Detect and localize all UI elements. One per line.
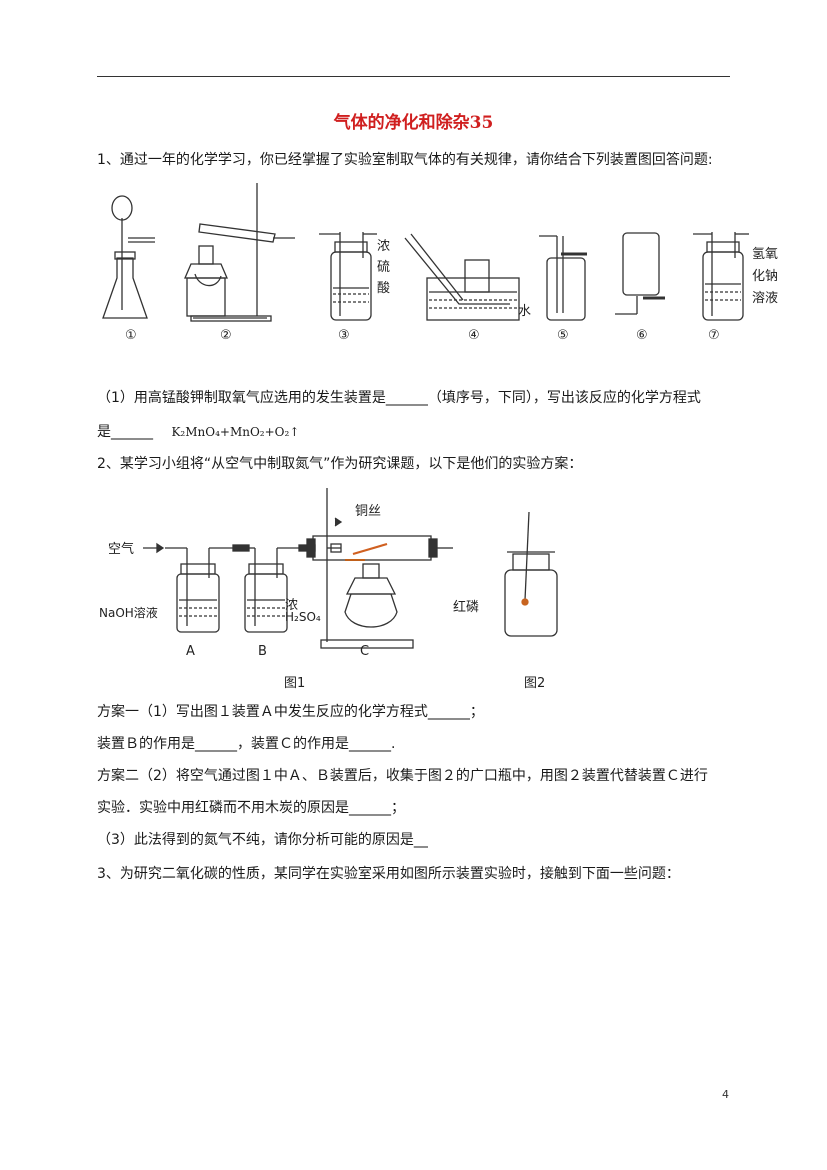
label-naoh: NaOH溶液	[99, 606, 158, 620]
q1-part1-answer-blank: 是______	[97, 424, 153, 440]
label-naoh-solution: 氢氧化钠溶液	[752, 247, 779, 306]
label-red-phosphorus: 红磷	[453, 600, 480, 615]
header-rule	[97, 76, 730, 77]
q2-plan1-line2: 装置Ｂ的作用是______，装置Ｃ的作用是______.	[97, 736, 396, 752]
apparatus-1-flask	[102, 195, 155, 319]
label-conc: 浓	[285, 598, 299, 613]
equation-text: K₂MnO₄+MnO₂+O₂↑	[171, 425, 300, 439]
label-a: A	[186, 644, 195, 659]
q1-stem: 1、通过一年的化学学习，你已经掌握了实验室制取气体的有关规律，请你结合下列装置图…	[97, 152, 713, 168]
q2-part3: （3）此法得到的氮气不纯，请你分析可能的原因是__	[97, 832, 428, 848]
label-c: C	[360, 644, 370, 659]
apparatus-number-7: ⑦	[708, 328, 720, 343]
q2-plan2-line1: 方案二（2）将空气通过图１中Ａ、Ｂ装置后，收集于图２的广口瓶中，用图２装置代替装…	[97, 768, 708, 784]
apparatus-number-5: ⑤	[557, 328, 569, 343]
apparatus-number-4: ④	[468, 328, 480, 343]
apparatus-4-trough	[404, 233, 520, 321]
q2-apparatus-figure	[143, 488, 558, 649]
apparatus-6-bottle	[615, 232, 665, 315]
bottle-a	[165, 547, 235, 633]
q2-stem: 2、某学习小组将“从空气中制取氮气”作为研究课题，以下是他们的实验方案：	[97, 456, 583, 472]
q1-part1-line2: 是______ K₂MnO₄+MnO₂+O₂↑	[97, 422, 737, 442]
apparatus-number-3: ③	[338, 328, 350, 343]
q1-apparatus-figure	[102, 183, 749, 322]
apparatus-7-wash-bottle	[693, 232, 749, 321]
label-copper-wire: 铜丝	[355, 504, 382, 519]
page-title: 气体的净化和除杂35	[333, 113, 494, 133]
apparatus-5-bottle	[539, 235, 587, 321]
apparatus-2-heating	[184, 183, 295, 322]
q3-stem: 3、为研究二氧化碳的性质，某同学在实验室采用如图所示装置实验时，接触到下面一些问…	[97, 866, 680, 882]
apparatus-number-6: ⑥	[636, 328, 648, 343]
label-h2so4: H₂SO₄	[285, 610, 321, 624]
label-fig1: 图1	[284, 676, 306, 691]
apparatus-3-wash-bottle	[319, 232, 377, 321]
label-air: 空气	[108, 542, 135, 557]
apparatus-c	[306, 488, 453, 649]
label-conc-sulfuric: 浓硫酸	[377, 239, 391, 296]
q1-part1-line1: （1）用高锰酸钾制取氧气应选用的发生装置是______（填序号，下同），写出该反…	[97, 390, 701, 406]
apparatus-number-1: ①	[125, 328, 137, 343]
q2-plan1-line1: 方案一（1）写出图１装置Ａ中发生反应的化学方程式______；	[97, 704, 484, 720]
bottle-b	[244, 547, 301, 633]
apparatus-number-2: ②	[220, 328, 232, 343]
label-water: 水	[518, 304, 532, 319]
q2-plan2-line2: 实验．实验中用红磷而不用木炭的原因是______；	[97, 800, 405, 816]
page-number: 4	[722, 1088, 729, 1101]
label-fig2: 图2	[524, 676, 546, 691]
label-b: B	[258, 644, 267, 659]
wide-mouth-bottle	[504, 511, 558, 637]
